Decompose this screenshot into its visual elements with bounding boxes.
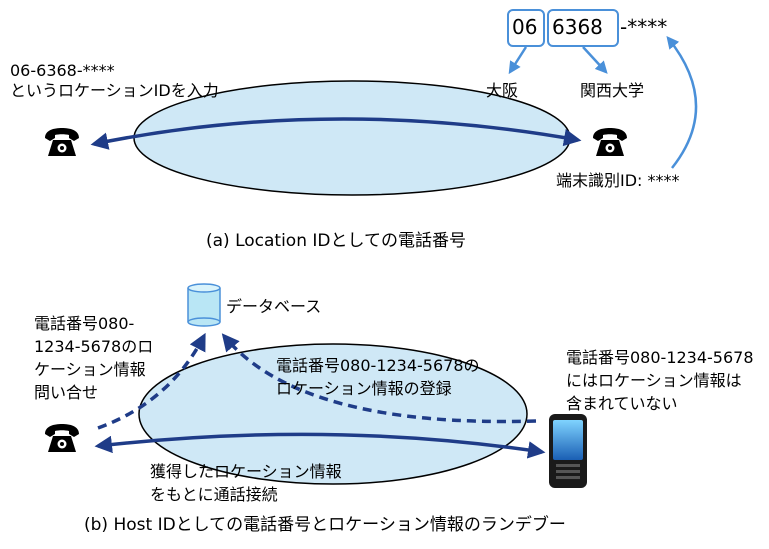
database-label: データベース xyxy=(226,297,322,316)
telephone-icon-b-left xyxy=(45,424,79,452)
telephone-icon-a-right xyxy=(593,128,627,156)
connect-arrow xyxy=(94,432,546,459)
arrow-prefix-to-osaka xyxy=(508,46,528,75)
mobile-phone-icon xyxy=(549,414,587,488)
connect-text: 獲得したロケーション情報 をもとに通話接続 xyxy=(150,462,342,504)
number-box-prefix xyxy=(507,9,545,47)
caption-b: (b) Host IDとしての電話番号とロケーション情報のランデブー xyxy=(84,515,566,535)
caption-a: (a) Location IDとしての電話番号 xyxy=(206,231,466,251)
kansai-univ-label: 関西大学 xyxy=(580,81,645,100)
osaka-label: 大阪 xyxy=(486,81,519,100)
number-box-middle xyxy=(547,9,619,47)
number-middle-text: 6368 xyxy=(552,15,603,39)
query-arrow xyxy=(97,332,206,430)
telephone-icon-a-left xyxy=(45,128,79,156)
terminal-id-label: 端末識別ID: **** xyxy=(556,171,680,190)
arrow-middle-to-kansai xyxy=(582,46,608,74)
number-suffix-text: -**** xyxy=(620,15,668,39)
arrow-terminal-id-to-suffix xyxy=(666,36,698,169)
query-text: 電話番号080- 1234-5678のロ ケーション情報 問い合せ xyxy=(34,314,154,402)
number-prefix-text: 06 xyxy=(512,15,538,39)
register-text: 電話番号080-1234-5678の ロケーション情報の登録 xyxy=(276,356,480,398)
call-arrow-a xyxy=(90,117,582,150)
left-number-label: 06-6368-**** xyxy=(10,61,115,80)
not-included-text: 電話番号080-1234-5678 にはロケーション情報は 含まれていない xyxy=(566,348,754,413)
database-icon xyxy=(187,283,221,327)
register-arrow xyxy=(221,333,537,424)
left-instruction-label: というロケーションIDを入力 xyxy=(10,81,219,100)
